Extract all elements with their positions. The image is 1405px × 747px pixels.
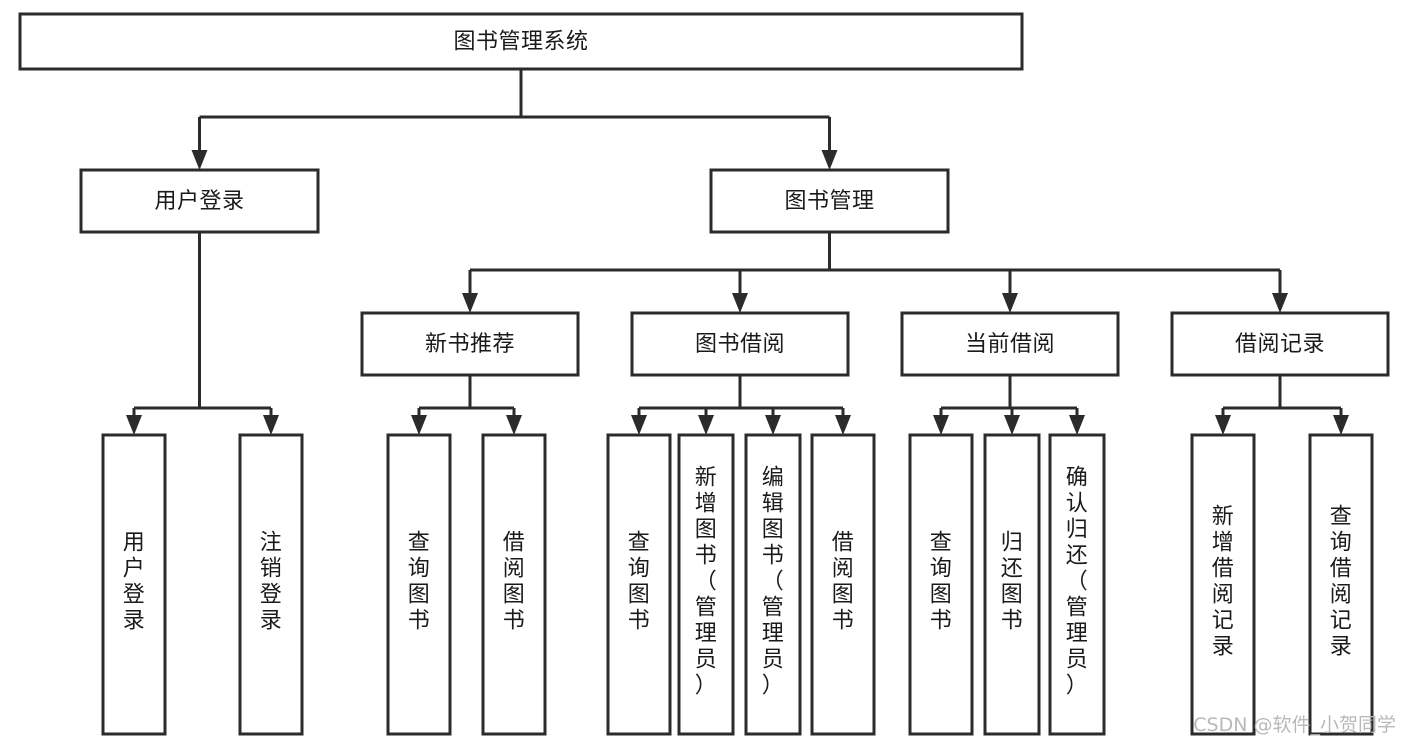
node-leaf-new-book-recommend-0-rect[interactable] (386, 433, 452, 736)
node-layer: 图书管理系统用户登录图书管理新书推荐图书借阅当前借阅借阅记录用户登录注销登录查询… (18, 12, 1390, 736)
arrow-down-icon-book-borrow (732, 293, 748, 313)
node-leaf-new-book-recommend-1-label: 借阅图书 (503, 531, 526, 634)
arrow-down-icon-book-borrow-2 (765, 415, 781, 435)
node-leaf-book-borrow-2[interactable]: 编辑图书（管理员） (744, 433, 802, 736)
csdn-watermark: CSDN @软件_小贺同学 (1193, 714, 1396, 736)
node-leaf-book-borrow-3[interactable]: 借阅图书 (810, 433, 876, 736)
node-level3-current-borrow-rect[interactable] (900, 311, 1120, 377)
node-leaf-current-borrow-2-rect[interactable] (1048, 433, 1106, 736)
node-root-图书管理系统-label: 图书管理系统 (453, 30, 588, 55)
node-leaf-new-book-recommend-1[interactable]: 借阅图书 (481, 433, 547, 736)
node-leaf-borrow-record-0-label: 新增借阅记录 (1212, 505, 1235, 660)
node-leaf-new-book-recommend-1-rect[interactable] (481, 433, 547, 736)
node-leaf-book-borrow-2-label: 编辑图书（管理员） (762, 466, 785, 699)
node-level3-borrow-record-label: 借阅记录 (1235, 332, 1325, 357)
node-leaf-user-login-1-rect[interactable] (238, 433, 304, 736)
node-level3-new-book-recommend-label: 新书推荐 (425, 332, 515, 357)
arrow-down-icon-user-login-1 (263, 415, 279, 435)
node-level2-user-login-label: 用户登录 (154, 189, 244, 214)
node-level3-current-borrow[interactable]: 当前借阅 (900, 311, 1120, 377)
node-leaf-current-borrow-1-label: 归还图书 (1001, 531, 1024, 634)
node-leaf-borrow-record-1-rect[interactable] (1308, 433, 1374, 736)
arrow-down-icon-borrow-record (1272, 293, 1288, 313)
node-leaf-borrow-record-1[interactable]: 查询借阅记录 (1308, 433, 1374, 736)
node-leaf-book-borrow-1-rect[interactable] (677, 433, 735, 736)
arrow-down-icon-current-borrow-0 (933, 415, 949, 435)
node-level2-book-manage-label: 图书管理 (784, 189, 874, 214)
node-leaf-current-borrow-0-label: 查询图书 (930, 531, 953, 634)
arrow-down-icon-borrow-record-0 (1215, 415, 1231, 435)
node-level3-borrow-record[interactable]: 借阅记录 (1170, 311, 1390, 377)
connector-layer (126, 69, 1349, 435)
node-leaf-new-book-recommend-0-label: 查询图书 (408, 531, 431, 634)
node-leaf-book-borrow-1[interactable]: 新增图书（管理员） (677, 433, 735, 736)
node-leaf-user-login-0-rect[interactable] (101, 433, 167, 736)
node-level3-book-borrow[interactable]: 图书借阅 (630, 311, 850, 377)
node-leaf-user-login-0-label: 用户登录 (123, 531, 146, 634)
arrow-down-icon-book-borrow-1 (698, 415, 714, 435)
arrow-down-icon-book-manage (821, 150, 838, 170)
arrow-down-icon-book-borrow-0 (631, 415, 647, 435)
node-level3-borrow-record-rect[interactable] (1170, 311, 1390, 377)
node-root-图书管理系统[interactable]: 图书管理系统 (18, 12, 1024, 71)
node-level3-current-borrow-label: 当前借阅 (965, 332, 1055, 357)
node-level3-book-borrow-label: 图书借阅 (695, 332, 785, 357)
node-leaf-book-borrow-0[interactable]: 查询图书 (606, 433, 672, 736)
node-leaf-user-login-1-label: 注销登录 (260, 531, 283, 634)
node-leaf-current-borrow-0[interactable]: 查询图书 (908, 433, 974, 736)
arrow-down-icon-current-borrow-2 (1069, 415, 1085, 435)
arrow-down-icon-new-book-recommend-0 (411, 415, 427, 435)
node-leaf-book-borrow-3-label: 借阅图书 (832, 531, 855, 634)
node-leaf-book-borrow-2-rect[interactable] (744, 433, 802, 736)
node-level3-book-borrow-rect[interactable] (630, 311, 850, 377)
arrow-down-icon-book-borrow-3 (835, 415, 851, 435)
node-level3-new-book-recommend[interactable]: 新书推荐 (360, 311, 580, 377)
node-leaf-borrow-record-0-rect[interactable] (1190, 433, 1256, 736)
node-leaf-new-book-recommend-0[interactable]: 查询图书 (386, 433, 452, 736)
node-level2-book-manage-rect[interactable] (709, 168, 950, 234)
node-leaf-book-borrow-0-label: 查询图书 (628, 531, 651, 634)
node-leaf-user-login-1[interactable]: 注销登录 (238, 433, 304, 736)
arrow-down-icon-user-login-0 (126, 415, 142, 435)
node-leaf-current-borrow-0-rect[interactable] (908, 433, 974, 736)
node-level2-user-login[interactable]: 用户登录 (79, 168, 320, 234)
node-leaf-borrow-record-1-label: 查询借阅记录 (1330, 505, 1353, 660)
node-leaf-user-login-0[interactable]: 用户登录 (101, 433, 167, 736)
node-level2-book-manage[interactable]: 图书管理 (709, 168, 950, 234)
node-leaf-book-borrow-3-rect[interactable] (810, 433, 876, 736)
arrow-down-icon-current-borrow-1 (1004, 415, 1020, 435)
node-leaf-current-borrow-2[interactable]: 确认归还（管理员） (1048, 433, 1106, 736)
node-leaf-borrow-record-0[interactable]: 新增借阅记录 (1190, 433, 1256, 736)
arrow-down-icon-current-borrow (1002, 293, 1018, 313)
node-level2-user-login-rect[interactable] (79, 168, 320, 234)
node-level3-new-book-recommend-rect[interactable] (360, 311, 580, 377)
arrow-down-icon-borrow-record-1 (1333, 415, 1349, 435)
node-leaf-current-borrow-1[interactable]: 归还图书 (983, 433, 1041, 736)
arrow-down-icon-new-book-recommend (462, 293, 478, 313)
node-leaf-book-borrow-1-label: 新增图书（管理员） (695, 466, 718, 699)
node-leaf-book-borrow-0-rect[interactable] (606, 433, 672, 736)
arrow-down-icon-user-login (191, 150, 208, 170)
arrow-down-icon-new-book-recommend-1 (506, 415, 522, 435)
node-leaf-current-borrow-2-label: 确认归还（管理员） (1066, 466, 1089, 699)
node-root-图书管理系统-rect[interactable] (18, 12, 1024, 71)
node-leaf-current-borrow-1-rect[interactable] (983, 433, 1041, 736)
